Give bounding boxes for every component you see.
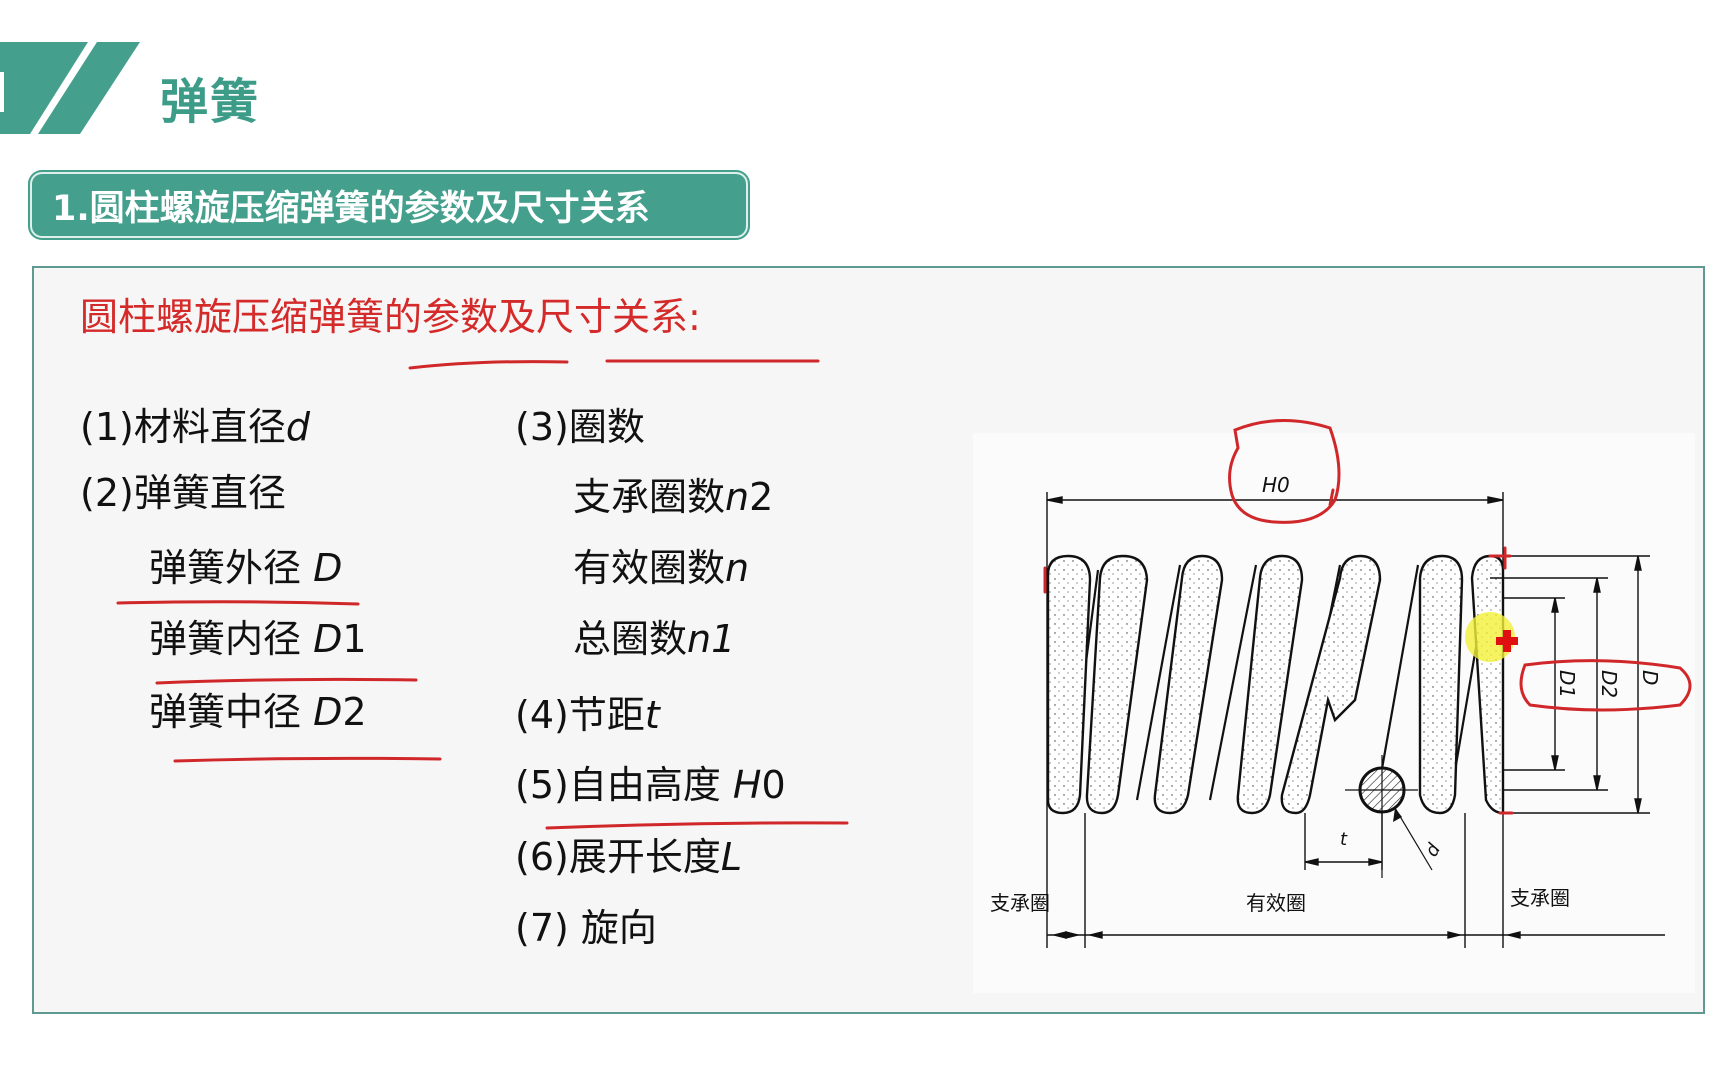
param-outer-diameter: 弹簧外径 D — [149, 546, 343, 590]
param-free-height: (5)自由高度 H0 — [515, 763, 786, 807]
content-heading: 圆柱螺旋压缩弹簧的参数及尺寸关系: — [80, 295, 701, 339]
param-helix-direction: (7) 旋向 — [515, 906, 657, 950]
param-support-coils: 支承圈数n2 — [573, 475, 774, 519]
section-title: 弹簧 — [160, 74, 261, 130]
ellipse-diameters — [1519, 659, 1692, 712]
dimension-lines — [1046, 492, 1665, 948]
underline-inner-diameter — [155, 677, 418, 685]
underline-free-height — [545, 821, 849, 830]
underline-heading-1 — [408, 360, 569, 370]
param-pitch: (4)节距t — [515, 693, 660, 737]
coil-front-turns — [1046, 554, 1505, 815]
param-spring-diameter: (2)弹簧直径 — [80, 471, 286, 515]
param-active-coils: 有效圈数n — [573, 546, 750, 590]
param-developed-length: (6)展开长度L — [515, 835, 742, 879]
underline-middle-diameter — [173, 756, 442, 763]
label-middle-diameter: D2 — [1597, 670, 1621, 698]
subsection-label-bar: 1.圆柱螺旋压缩弹簧的参数及尺寸关系 — [28, 170, 750, 240]
circle-free-height — [1228, 419, 1341, 524]
label-support-coils-right: 支承圈 — [1510, 886, 1570, 910]
label-free-height: H0 — [1262, 473, 1290, 497]
param-material-diameter: (1)材料直径d — [80, 405, 310, 449]
label-outer-diameter: D — [1638, 670, 1662, 685]
param-total-coils: 总圈数n1 — [573, 617, 736, 661]
label-support-coils-left: 支承圈 — [990, 891, 1050, 915]
label-active-coils: 有效圈 — [1246, 891, 1306, 915]
param-middle-diameter: 弹簧中径 D2 — [149, 690, 367, 734]
label-pitch: t — [1340, 829, 1348, 850]
param-inner-diameter: 弹簧内径 D1 — [149, 617, 367, 661]
param-coil-count: (3)圈数 — [515, 405, 645, 449]
underline-outer-diameter — [116, 600, 360, 606]
subsection-label: 1.圆柱螺旋压缩弹簧的参数及尺寸关系 — [52, 188, 650, 229]
mark-top-right — [1488, 546, 1512, 570]
label-inner-diameter: D1 — [1555, 670, 1579, 698]
header-band-decoration — [0, 42, 140, 134]
